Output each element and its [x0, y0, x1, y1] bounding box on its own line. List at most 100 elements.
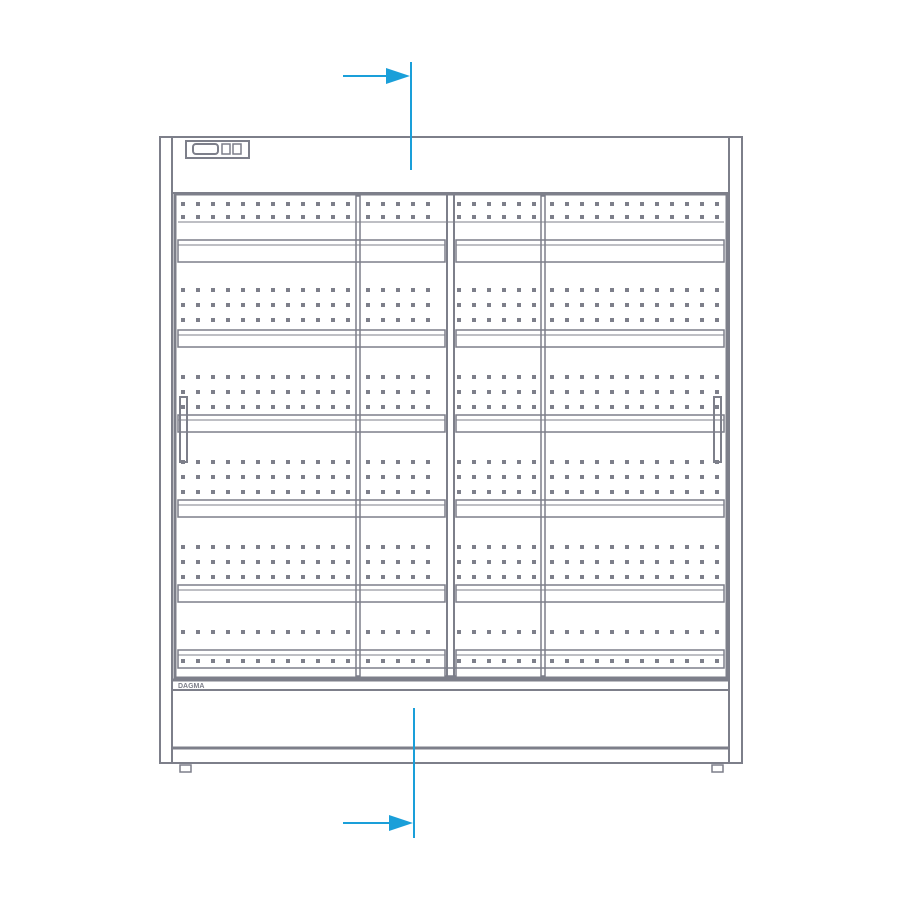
peg-hole — [550, 475, 554, 479]
peg-hole — [196, 288, 200, 292]
peg-hole — [331, 545, 335, 549]
peg-hole — [580, 460, 584, 464]
peg-hole — [517, 659, 521, 663]
peg-hole — [181, 545, 185, 549]
peg-hole — [487, 659, 491, 663]
peg-hole — [610, 560, 614, 564]
peg-hole — [346, 303, 350, 307]
shelf — [177, 414, 446, 433]
peg-hole — [565, 288, 569, 292]
peg-hole — [331, 375, 335, 379]
peg-hole — [457, 560, 461, 564]
peg-hole — [331, 390, 335, 394]
peg-hole — [346, 560, 350, 564]
peg-hole — [532, 405, 536, 409]
peg-hole — [196, 318, 200, 322]
peg-hole — [286, 390, 290, 394]
peg-hole — [685, 575, 689, 579]
arrowhead-icon — [386, 68, 410, 84]
peg-hole — [700, 460, 704, 464]
peg-hole — [715, 375, 719, 379]
peg-hole — [532, 490, 536, 494]
peg-hole — [426, 202, 430, 206]
peg-hole — [211, 490, 215, 494]
peg-hole — [670, 202, 674, 206]
peg-hole — [271, 390, 275, 394]
peg-hole — [301, 202, 305, 206]
peg-hole — [625, 202, 629, 206]
peg-hole — [256, 630, 260, 634]
peg-hole — [700, 575, 704, 579]
peg-hole — [640, 560, 644, 564]
peg-hole — [550, 545, 554, 549]
peg-hole — [502, 490, 506, 494]
peg-hole — [411, 575, 415, 579]
peg-hole — [487, 560, 491, 564]
divider-post — [540, 195, 546, 677]
peg-hole — [396, 375, 400, 379]
peg-hole — [181, 630, 185, 634]
peg-hole — [625, 405, 629, 409]
peg-hole — [211, 545, 215, 549]
peg-hole — [226, 375, 230, 379]
peg-hole — [181, 560, 185, 564]
peg-hole — [517, 375, 521, 379]
peg-hole — [271, 460, 275, 464]
peg-hole — [196, 215, 200, 219]
peg-hole — [366, 390, 370, 394]
peg-hole — [532, 390, 536, 394]
peg-hole — [670, 390, 674, 394]
peg-hole — [256, 303, 260, 307]
peg-hole — [241, 560, 245, 564]
peg-hole — [346, 575, 350, 579]
peg-hole — [256, 560, 260, 564]
peg-hole — [346, 318, 350, 322]
peg-hole — [426, 560, 430, 564]
peg-hole — [550, 560, 554, 564]
peg-hole — [457, 202, 461, 206]
peg-hole — [715, 405, 719, 409]
peg-hole — [472, 405, 476, 409]
peg-hole — [517, 630, 521, 634]
peg-hole — [211, 460, 215, 464]
peg-hole — [550, 405, 554, 409]
peg-hole — [256, 575, 260, 579]
peg-hole — [271, 318, 275, 322]
peg-hole — [381, 303, 385, 307]
peg-hole — [640, 405, 644, 409]
peg-hole — [700, 375, 704, 379]
peg-hole — [196, 560, 200, 564]
peg-hole — [565, 390, 569, 394]
shelf — [455, 414, 725, 433]
display-screen — [192, 143, 219, 155]
peg-hole — [670, 545, 674, 549]
peg-hole — [580, 490, 584, 494]
peg-hole — [640, 318, 644, 322]
peg-hole — [196, 630, 200, 634]
peg-hole — [381, 215, 385, 219]
peg-hole — [426, 215, 430, 219]
peg-hole — [381, 575, 385, 579]
peg-hole — [301, 545, 305, 549]
peg-hole — [426, 303, 430, 307]
peg-hole — [346, 375, 350, 379]
glass-frame — [173, 192, 729, 680]
peg-hole — [381, 475, 385, 479]
peg-hole — [366, 215, 370, 219]
peg-hole — [286, 475, 290, 479]
peg-hole — [457, 475, 461, 479]
pegboard-holes — [181, 202, 719, 663]
peg-hole — [610, 545, 614, 549]
peg-hole — [331, 303, 335, 307]
peg-hole — [271, 630, 275, 634]
peg-hole — [396, 560, 400, 564]
peg-hole — [426, 390, 430, 394]
peg-hole — [346, 475, 350, 479]
peg-hole — [655, 215, 659, 219]
peg-hole — [271, 659, 275, 663]
peg-hole — [301, 475, 305, 479]
peg-hole — [625, 375, 629, 379]
peg-hole — [517, 215, 521, 219]
peg-hole — [316, 318, 320, 322]
peg-hole — [550, 215, 554, 219]
